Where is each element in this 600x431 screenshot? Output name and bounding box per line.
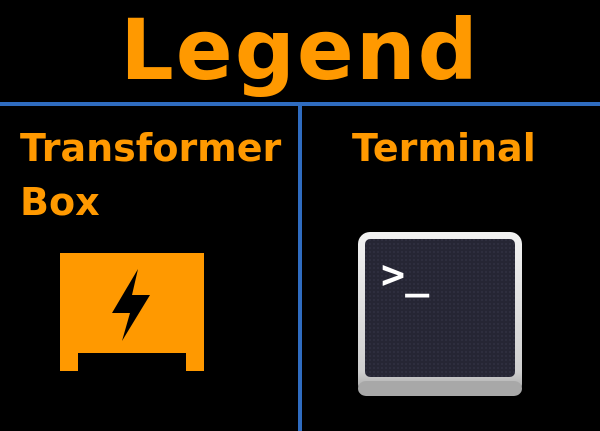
legend-title: Legend <box>120 1 480 99</box>
terminal-icon <box>358 232 522 396</box>
vertical-divider <box>298 104 302 431</box>
transformer-box-icon <box>60 253 204 371</box>
terminal-prompt: >_ <box>381 252 430 298</box>
transformer-box-label: Transformer Box <box>20 126 282 224</box>
terminal-label: Terminal <box>352 126 536 170</box>
lightning-bolt-icon <box>112 269 150 341</box>
